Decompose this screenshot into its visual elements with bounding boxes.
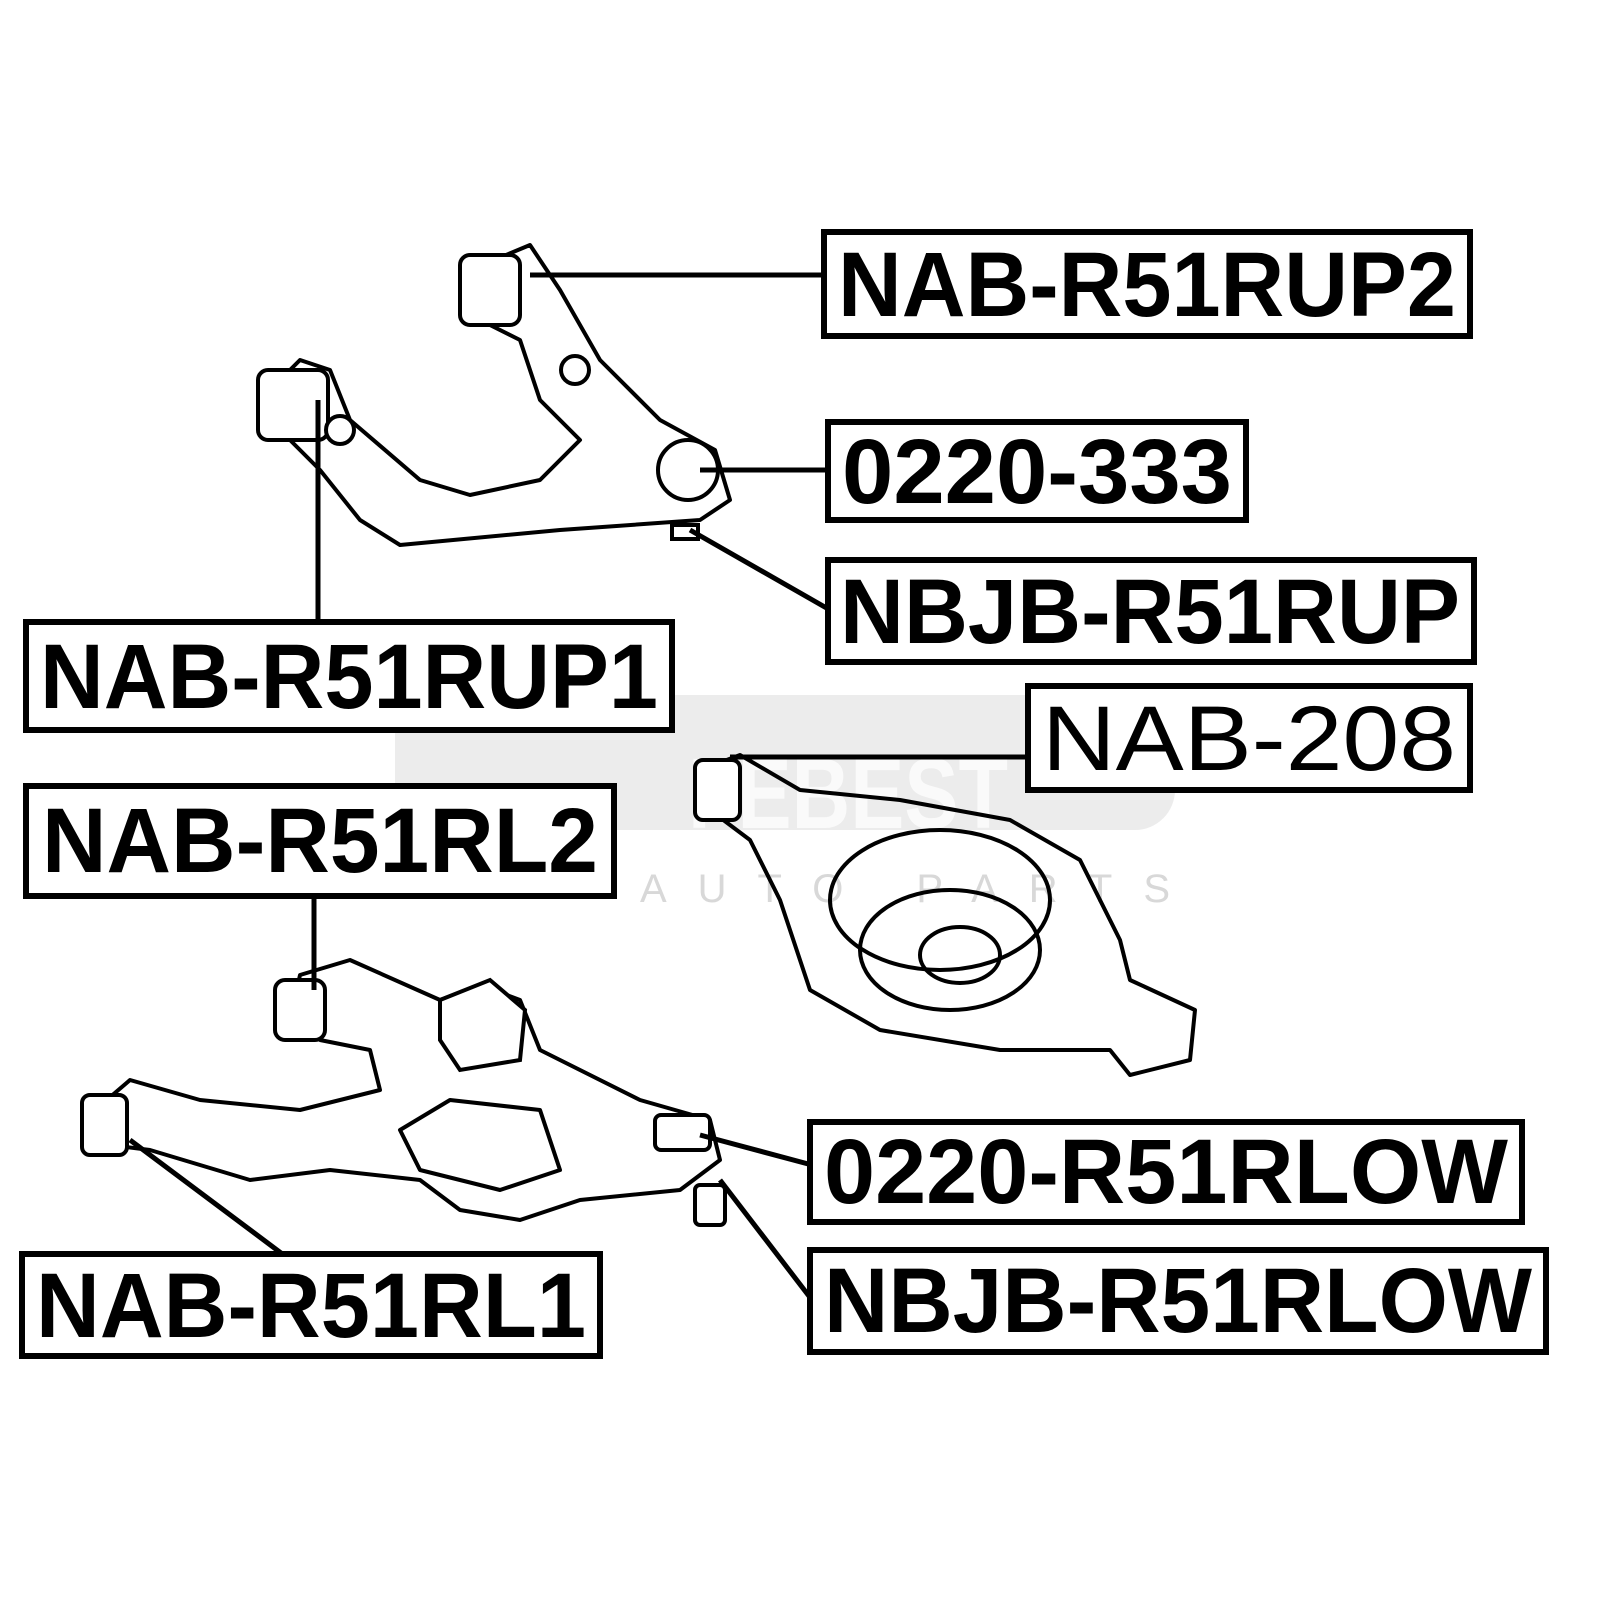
part-number: NAB-R51RL2 [42,790,598,892]
lower-control-arm-assembly [80,958,727,1227]
part-number: 0220-333 [842,421,1232,523]
label-nab-r51rup2: NAB-R51RUP2 [821,229,1473,339]
part-number: NAB-R51RUP1 [40,626,658,728]
label-nab-r51rup1: NAB-R51RUP1 [23,619,675,733]
watermark-tagline: AUTO PARTS [640,867,1170,911]
part-number: NAB-R51RL1 [36,1255,586,1357]
upper-control-arm [256,243,732,547]
lower-arm-knuckle [693,753,1197,1077]
label-0220-333: 0220-333 [825,419,1249,523]
label-nab-208: NAB-208 [1025,683,1473,793]
part-number: 0220-R51RLOW [824,1121,1508,1223]
part-number: NAB-208 [1042,688,1456,790]
leader-lines [128,272,1030,1302]
label-nab-r51rl2: NAB-R51RL2 [23,783,617,899]
part-number: NAB-R51RUP2 [838,234,1456,336]
part-number: NBJB-R51RUP [840,561,1460,663]
part-number: NBJB-R51RLOW [824,1250,1532,1352]
label-0220-r51rlow: 0220-R51RLOW [807,1119,1525,1225]
label-nbjb-r51rup: NBJB-R51RUP [825,557,1477,665]
label-nab-r51rl1: NAB-R51RL1 [19,1251,603,1359]
label-nbjb-r51rlow: NBJB-R51RLOW [807,1247,1549,1355]
